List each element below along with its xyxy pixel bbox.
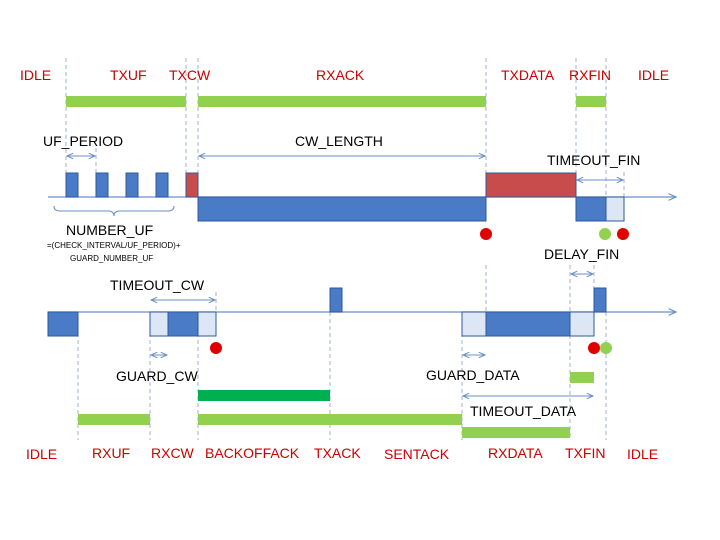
rxfin-state-bar xyxy=(576,96,606,107)
cw-receive-window xyxy=(167,311,199,337)
delay-fin-annotation: DELAY_FIN xyxy=(544,246,619,274)
timeout-fin-label: TIMEOUT_FIN xyxy=(547,152,640,168)
sentack-state-bar xyxy=(198,414,462,425)
data-receive-guard xyxy=(569,311,595,337)
fin-pulse xyxy=(593,287,607,313)
cw-receive-guard xyxy=(149,311,169,337)
green-marker xyxy=(600,342,612,354)
uf-pulse xyxy=(125,172,139,198)
timeout-data-annotation: TIMEOUT_DATA xyxy=(463,396,593,419)
txfin-state-bar xyxy=(570,372,594,383)
timeout-cw-annotation: TIMEOUT_CW xyxy=(110,277,217,312)
number-uf-brace xyxy=(53,205,175,217)
fin-receive-guard xyxy=(605,196,625,222)
bottom-state-labels: IDLE RXUF RXCW BACKOFFACK TXACK SENTACK … xyxy=(26,445,658,462)
uf-period-label: UF_PERIOD xyxy=(43,133,123,149)
timeout-fin-annotation: TIMEOUT_FIN xyxy=(547,152,640,197)
state-rxuf: RXUF xyxy=(92,445,130,461)
rxdata-state-bar xyxy=(462,427,570,438)
state-idle-top-right: IDLE xyxy=(638,67,669,83)
number-uf-formula: =(CHECK_INTERVAL/UF_PERIOD)+ xyxy=(47,241,181,250)
state-rxack: RXACK xyxy=(316,67,365,83)
data-receive-guard xyxy=(461,311,487,337)
top-timeline xyxy=(48,172,676,240)
rxuf-state-bar xyxy=(78,414,150,425)
number-uf-formula: GUARD_NUMBER_UF xyxy=(70,254,153,263)
state-rxcw: RXCW xyxy=(151,445,195,461)
top-state-bars xyxy=(66,96,606,107)
number-uf-label: NUMBER_UF xyxy=(66,222,153,238)
state-backoffack: BACKOFFACK xyxy=(205,445,300,461)
top-state-labels: IDLE TXUF TXCW RXACK TXDATA RXFIN IDLE xyxy=(20,67,669,83)
guard-cw-label: GUARD_CW xyxy=(116,368,198,384)
state-txcw: TXCW xyxy=(169,67,211,83)
ack-receive-window xyxy=(197,196,487,222)
cw-receive-guard xyxy=(197,311,217,337)
delay-fin-label: DELAY_FIN xyxy=(544,246,619,262)
green-marker xyxy=(599,228,611,240)
uf-receive-block xyxy=(47,311,79,337)
state-idle-bottom-right: IDLE xyxy=(627,446,658,462)
cw-length-label: CW_LENGTH xyxy=(295,133,383,149)
number-uf-annotation: NUMBER_UF =(CHECK_INTERVAL/UF_PERIOD)+ G… xyxy=(47,205,181,263)
state-txdata: TXDATA xyxy=(501,67,555,83)
red-marker xyxy=(617,228,629,240)
data-transmit-block xyxy=(485,172,577,198)
uf-pulse xyxy=(65,172,79,198)
red-marker xyxy=(588,342,600,354)
red-marker xyxy=(480,228,492,240)
data-receive-window xyxy=(485,311,571,337)
cw-length-annotation: CW_LENGTH xyxy=(199,133,485,156)
guard-data-annotation: GUARD_DATA xyxy=(426,355,520,383)
guard-data-label: GUARD_DATA xyxy=(426,367,520,383)
state-txuf: TXUF xyxy=(110,67,147,83)
ack-pulse xyxy=(329,287,343,313)
uf-pulse xyxy=(95,172,109,198)
rxack-state-bar xyxy=(198,96,486,107)
backoffack-state-bar xyxy=(198,390,330,401)
cw-pulse xyxy=(185,172,199,198)
state-idle-bottom-left: IDLE xyxy=(26,446,57,462)
state-rxfin: RXFIN xyxy=(569,67,611,83)
bottom-timeline xyxy=(47,287,676,354)
timeout-data-label: TIMEOUT_DATA xyxy=(470,403,577,419)
guard-cw-annotation: GUARD_CW xyxy=(116,355,198,384)
timeout-cw-label: TIMEOUT_CW xyxy=(110,277,205,293)
txuf-state-bar xyxy=(66,96,186,107)
fin-receive-window xyxy=(575,196,607,222)
bottom-state-bars xyxy=(78,372,594,438)
state-rxdata: RXDATA xyxy=(488,445,543,461)
state-idle-top-left: IDLE xyxy=(20,67,51,83)
state-txfin: TXFIN xyxy=(565,445,605,461)
uf-period-annotation: UF_PERIOD xyxy=(43,133,123,174)
red-marker xyxy=(210,342,222,354)
state-sentack: SENTACK xyxy=(384,446,450,462)
state-txack: TXACK xyxy=(314,445,361,461)
uf-pulse xyxy=(155,172,169,198)
